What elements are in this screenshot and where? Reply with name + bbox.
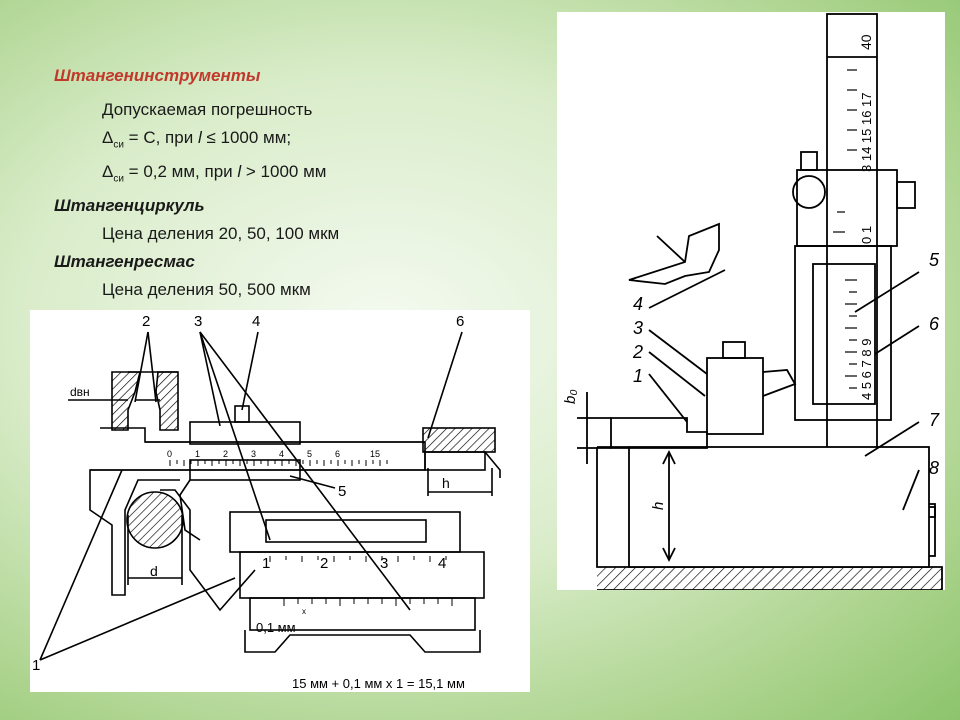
tolerance-label: Допускаемая погрешность	[102, 100, 313, 119]
delta-subscript: си	[113, 173, 124, 185]
ruler-upper-scale: 3 14 15 16 17	[859, 92, 874, 172]
scale-number: 5	[307, 449, 312, 459]
h-label: h	[650, 502, 667, 510]
vernier-scale: 4 5 6 7 8 9	[859, 339, 874, 400]
length-symbol: l	[237, 162, 242, 181]
formula-condition: > 1000 мм	[241, 162, 327, 181]
callout-4: 4	[252, 313, 260, 330]
caliper-division: Цена деления 20, 50, 100 мкм	[102, 224, 340, 243]
callout-6: 6	[929, 314, 940, 334]
callout-5: 5	[929, 250, 940, 270]
h-label: h	[442, 475, 450, 491]
reading-formula: 15 мм + 0,1 мм х 1 = 15,1 мм	[292, 676, 465, 691]
tolerance-formula-2: Δси = 0,2 мм, при l > 1000 мм	[102, 162, 326, 184]
tolerance-formula-1: Δси = С, при l ≤ 1000 мм;	[102, 128, 291, 150]
formula-text: = С, при	[123, 128, 198, 147]
b0-label: b₀	[562, 389, 579, 404]
formula-text: = 0,2 мм, при	[123, 162, 238, 181]
caliper-diagram-panel: 2 3 4 6 5 1 dвн d h 0 1 2 3 4 5 6 15	[30, 310, 530, 692]
callout-2: 2	[142, 313, 150, 330]
vernier-number: 3	[380, 555, 388, 572]
delta-symbol: Δ	[102, 128, 114, 147]
vernier-number: 1	[262, 555, 270, 572]
callout-4: 4	[633, 294, 643, 314]
delta-subscript: си	[113, 139, 124, 151]
vernier-number: 2	[320, 555, 328, 572]
scale-number: 2	[223, 449, 228, 459]
caliper-diagram: 2 3 4 6 5 1 dвн d h 0 1 2 3 4 5 6 15	[32, 313, 501, 691]
height-gauge-diagram: 40 3 14 15 16 17 0 1 4 5 6 7 8 9 4 3 2 1…	[562, 13, 943, 590]
vernier-unit: 0,1 мм	[256, 620, 296, 635]
scale-number: 1	[195, 449, 200, 459]
scale-number: 0	[167, 449, 172, 459]
x-mark: x	[302, 607, 306, 616]
callout-8: 8	[929, 458, 939, 478]
d-ext-label: dвн	[70, 385, 90, 399]
vernier-top-scale: 0 1	[859, 226, 874, 244]
height-gauge-panel: 40 3 14 15 16 17 0 1 4 5 6 7 8 9 4 3 2 1…	[557, 12, 945, 590]
heading-caliper: Штангенциркуль	[54, 196, 205, 215]
vernier-number: 4	[438, 555, 446, 572]
scale-number: 15	[370, 449, 380, 459]
d-label: d	[150, 563, 158, 579]
callout-1: 1	[633, 366, 643, 386]
callout-3: 3	[194, 313, 202, 330]
scale-number: 6	[335, 449, 340, 459]
length-symbol: l	[197, 128, 202, 147]
callout-2: 2	[632, 342, 643, 362]
delta-symbol: Δ	[102, 162, 114, 181]
scale-number: 3	[251, 449, 256, 459]
scale-number: 4	[279, 449, 284, 459]
heading-height-gauge: Штангенресмас	[54, 252, 195, 271]
formula-condition: ≤ 1000 мм;	[201, 128, 292, 147]
callout-3: 3	[633, 318, 643, 338]
ruler-top-number: 40	[858, 34, 874, 50]
callout-6: 6	[456, 313, 464, 330]
heading-calipers-family: Штангенинструменты	[54, 66, 261, 85]
height-gauge-division: Цена деления 50, 500 мкм	[102, 280, 311, 299]
callout-7: 7	[929, 410, 940, 430]
callout-1: 1	[32, 657, 40, 674]
callout-5: 5	[338, 483, 346, 500]
